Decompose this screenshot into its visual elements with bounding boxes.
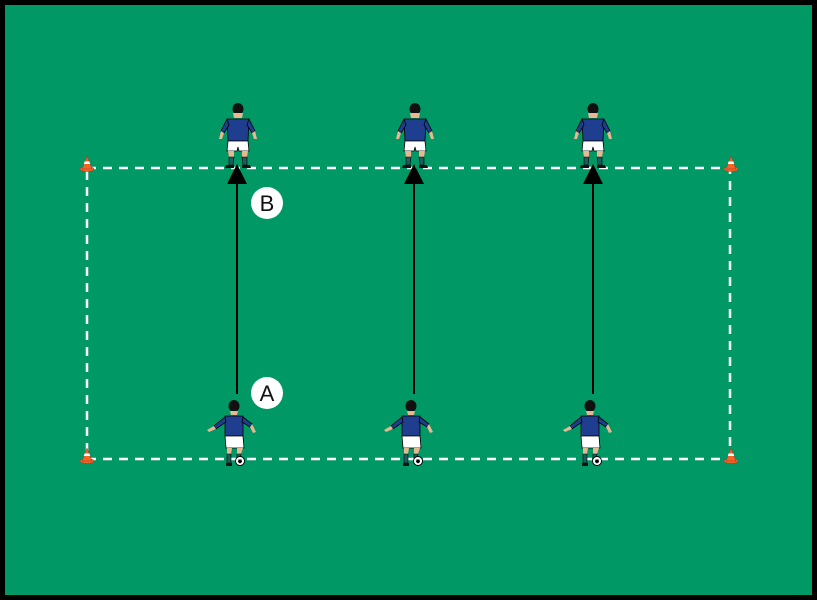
label-b: B: [260, 191, 275, 216]
soccer-ball-icon: [235, 456, 245, 466]
soccer-ball-icon: [592, 456, 602, 466]
soccer-ball-icon: [413, 456, 423, 466]
label-a-badge: A: [251, 377, 283, 409]
label-a: A: [260, 381, 275, 406]
pass-arrows: [227, 164, 603, 394]
pitch-surface: [5, 5, 812, 595]
label-b-badge: B: [251, 187, 283, 219]
